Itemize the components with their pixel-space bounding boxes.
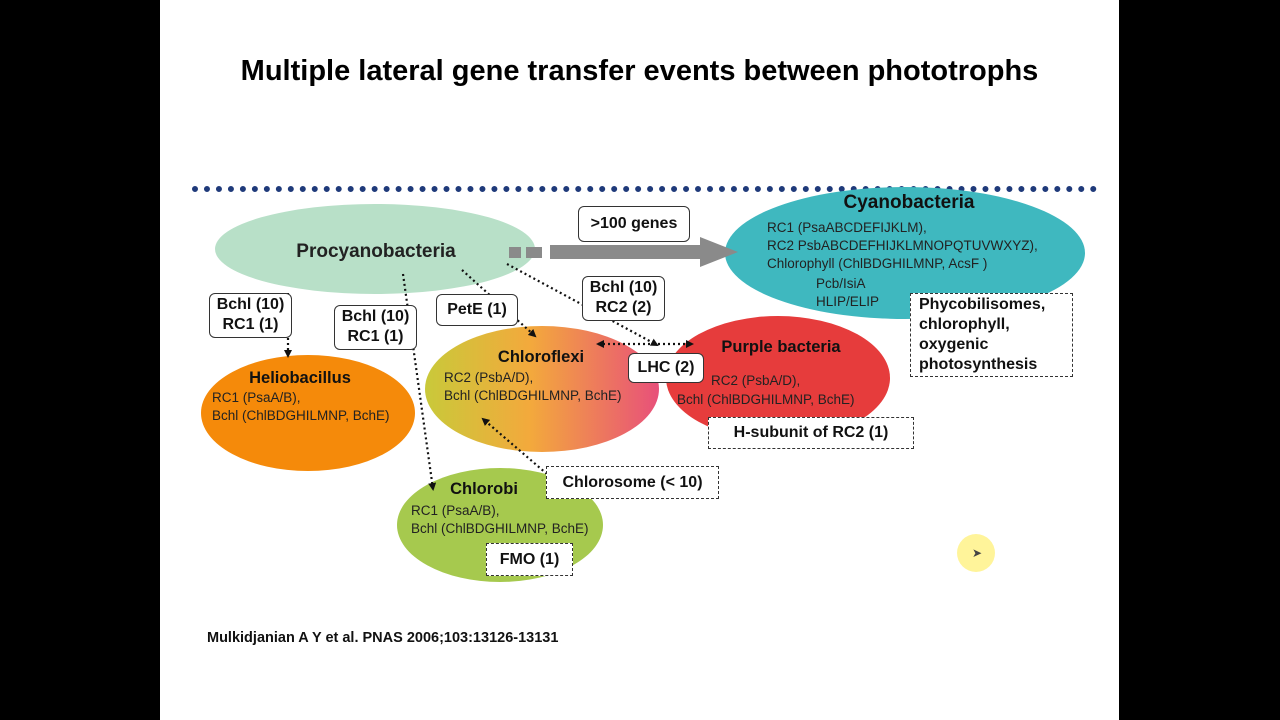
procyanobacteria-ellipse (215, 204, 535, 294)
chlorobi-name: Chlorobi (450, 480, 518, 498)
cyanobacteria-ellipse (725, 187, 1085, 319)
pete-label: PetE (1) (436, 294, 518, 326)
purple-bacteria-ellipse (666, 316, 890, 440)
phycobilisomes-line-2: chlorophyll, (919, 316, 1010, 333)
cyanobacteria-line-2: RC2 PsbABCDEFHIJKLMNOPQTUVWXYZ), (767, 238, 1038, 253)
transfer-arrow-dash-2 (526, 247, 542, 258)
heliobacillus-line-1: RC1 (PsaA/B), (212, 390, 301, 405)
lhc-label: LHC (2) (628, 353, 704, 383)
cyanobacteria-name: Cyanobacteria (844, 192, 975, 213)
arrow-chlorosome (481, 417, 548, 475)
cyanobacteria-line-1: RC1 (PsaABCDEFIJKLM), (767, 220, 927, 235)
phycobilisomes-label: Phycobilisomes, chlorophyll, oxygenic ph… (910, 293, 1073, 377)
purple-bacteria-line-2: Bchl (ChlBDGHILMNP, BchE) (677, 392, 855, 407)
cyanobacteria-line-3: Chlorophyll (ChlBDGHILMNP, AcsF ) (767, 256, 987, 271)
slide-title: Multiple lateral gene transfer events be… (240, 55, 1039, 87)
slide: Multiple lateral gene transfer events be… (160, 0, 1119, 720)
chlorobi-line-2: Bchl (ChlBDGHILMNP, BchE) (411, 521, 589, 536)
chloroflexi-name: Chloroflexi (498, 348, 584, 366)
transfer-arrow (550, 237, 738, 267)
phycobilisomes-line-1: Phycobilisomes, (919, 296, 1046, 313)
genes-100-label: >100 genes (578, 206, 690, 242)
fmo-label: FMO (1) (486, 543, 573, 576)
heliobacillus-name: Heliobacillus (249, 369, 351, 387)
bchl-rc1-mid-line-2: RC1 (1) (347, 328, 404, 345)
purple-bacteria-line-1: RC2 (PsbA/D), (711, 373, 800, 388)
phycobilisomes-line-3: oxygenic (919, 336, 989, 353)
h-subunit-label: H-subunit of RC2 (1) (708, 417, 914, 449)
transfer-arrow-dash-1 (509, 247, 521, 258)
bchl-rc2-line-1: Bchl (10) (589, 279, 658, 296)
cyanobacteria-line-4: Pcb/IsiA (816, 276, 866, 291)
chloroflexi-line-2: Bchl (ChlBDGHILMNP, BchE) (444, 388, 622, 403)
mouse-cursor-icon: ➤ (972, 546, 983, 560)
bchl-rc1-left-line-1: Bchl (10) (216, 296, 285, 313)
cursor-highlight (957, 534, 995, 572)
procyanobacteria-name: Procyanobacteria (296, 241, 456, 262)
cyanobacteria-line-5: HLIP/ELIP (816, 294, 879, 309)
heliobacillus-ellipse (201, 355, 415, 471)
bchl-rc1-mid-label: Bchl (10) RC1 (1) (334, 305, 417, 350)
phycobilisomes-line-4: photosynthesis (919, 356, 1038, 373)
citation: Mulkidjanian A Y et al. PNAS 2006;103:13… (207, 630, 559, 646)
bchl-rc1-mid-line-1: Bchl (10) (341, 308, 410, 325)
heliobacillus-line-2: Bchl (ChlBDGHILMNP, BchE) (212, 408, 390, 423)
chlorobi-line-1: RC1 (PsaA/B), (411, 503, 500, 518)
dotted-divider (192, 186, 1097, 192)
chlorosome-label: Chlorosome (< 10) (546, 466, 719, 499)
arrow-to-chloroflexi (461, 269, 537, 338)
bchl-rc1-left-line-2: RC1 (1) (222, 316, 279, 333)
phototroph-diagram: Procyanobacteria Cyanobacteria Heliobaci… (201, 187, 1085, 582)
purple-bacteria-name: Purple bacteria (721, 338, 841, 356)
bchl-rc2-label: Bchl (10) RC2 (2) (582, 276, 665, 321)
chloroflexi-line-1: RC2 (PsbA/D), (444, 370, 533, 385)
bchl-rc1-left-label: Bchl (10) RC1 (1) (209, 293, 292, 338)
bchl-rc2-line-2: RC2 (2) (595, 299, 652, 316)
